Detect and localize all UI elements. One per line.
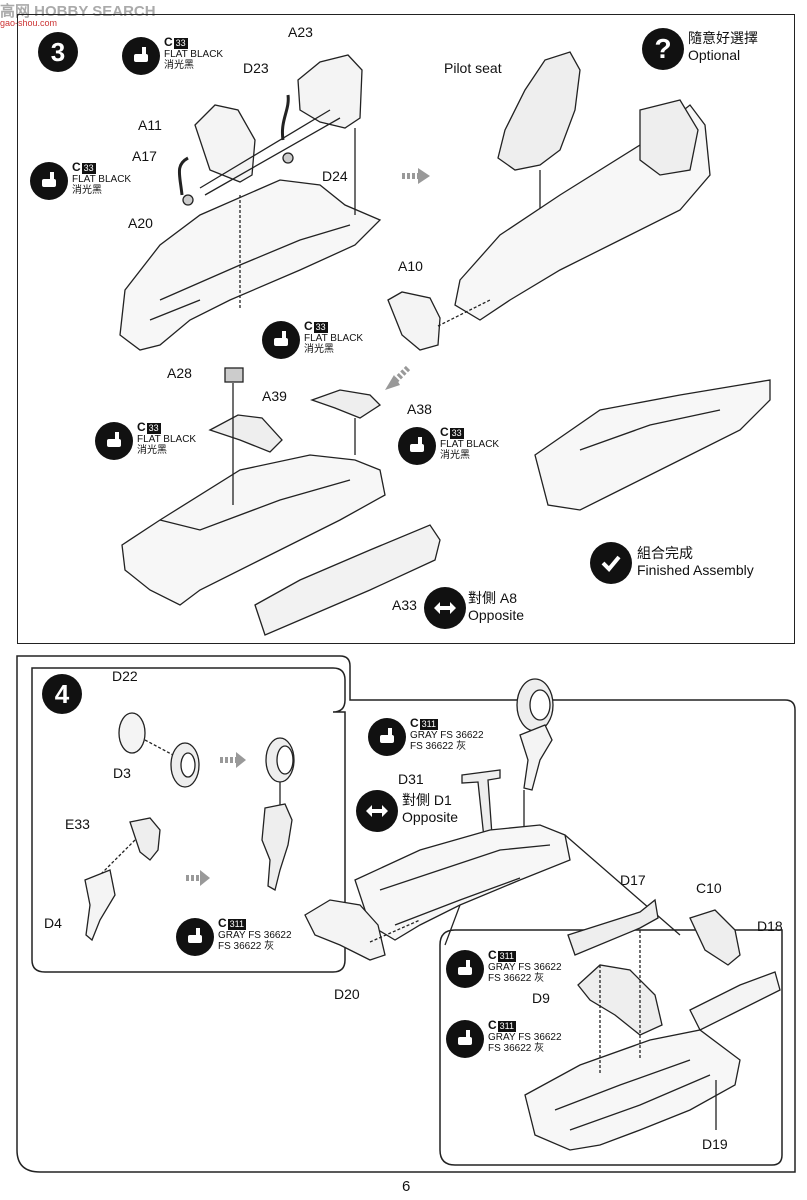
brush-icon <box>446 1020 484 1058</box>
double-arrow-icon <box>356 790 398 832</box>
part-label: D23 <box>243 60 269 76</box>
part-label: A23 <box>288 24 313 40</box>
brush-icon <box>368 718 406 756</box>
part-label: D19 <box>702 1136 728 1152</box>
part-label: A11 <box>138 117 162 133</box>
brush-icon <box>95 422 133 460</box>
step3-cockpit-drawing <box>119 51 771 636</box>
pilot-seat-label: Pilot seat <box>444 60 502 76</box>
part-label: D18 <box>757 918 783 934</box>
opposite-note: 對側 A8 Opposite <box>468 590 525 623</box>
brush-icon <box>446 950 484 988</box>
part-label: A39 <box>262 388 287 404</box>
part-label: A38 <box>407 401 432 417</box>
part-label: D3 <box>113 765 131 781</box>
part-label: D17 <box>620 872 646 888</box>
brush-icon <box>262 321 300 359</box>
part-label: D9 <box>532 990 550 1006</box>
watermark-logo: 高网 HOBBY SEARCH <box>0 3 156 20</box>
part-label: A20 <box>128 215 153 231</box>
step4-badge: 4 <box>42 674 82 714</box>
part-label: D4 <box>44 915 62 931</box>
finished-assembly-note: 組合完成 Finished Assembly <box>637 545 754 578</box>
part-label: C10 <box>696 880 722 896</box>
optional-note: 隨意好選擇 Optional <box>688 30 758 63</box>
brush-icon <box>398 427 436 465</box>
part-label: A28 <box>167 365 192 381</box>
page-number: 6 <box>402 1178 411 1195</box>
opposite-note: 對側 D1 Opposite <box>402 792 459 825</box>
brush-icon <box>122 37 160 75</box>
part-label: A10 <box>398 258 423 274</box>
part-label: D31 <box>398 771 424 787</box>
part-label: A17 <box>132 148 157 164</box>
watermark-url: gao-shou.com <box>0 18 58 28</box>
part-label: D20 <box>334 986 360 1002</box>
brush-icon <box>30 162 68 200</box>
check-icon <box>590 542 632 584</box>
brush-icon <box>176 918 214 956</box>
part-label: E33 <box>65 816 90 832</box>
double-arrow-icon <box>424 587 466 629</box>
part-label: D24 <box>322 168 348 184</box>
step3-panel <box>17 14 795 644</box>
step3-badge: 3 <box>38 32 78 72</box>
question-icon: ? <box>642 28 684 70</box>
part-label: D22 <box>112 668 138 684</box>
part-label: A33 <box>392 597 417 613</box>
